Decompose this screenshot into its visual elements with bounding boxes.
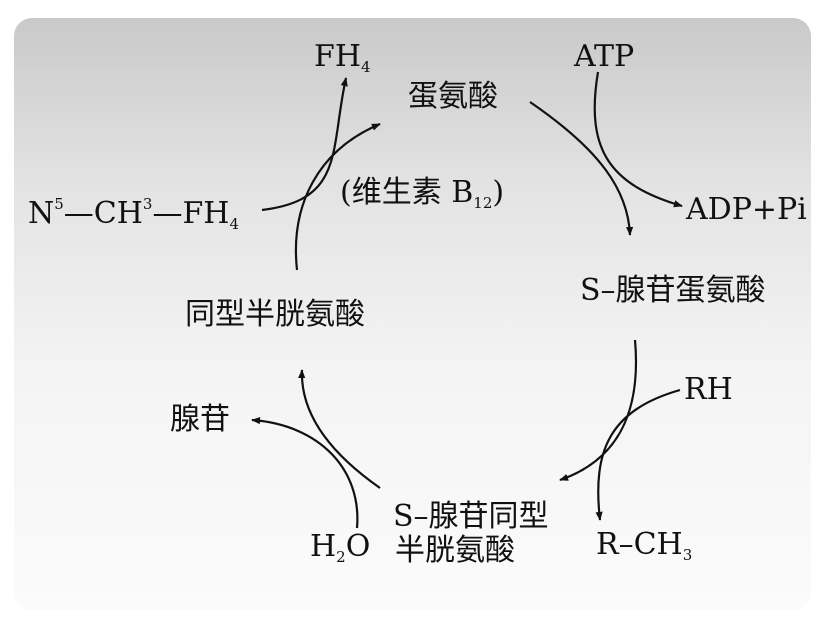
- methylated-product-label: R–CH3: [596, 527, 693, 564]
- arrow-sam-to-sah: [559, 339, 638, 482]
- arrow-methylfh4-to-fh4: [261, 77, 348, 212]
- sah-label-line2: 半胱氨酸: [395, 533, 515, 568]
- fh4-label: FH4: [314, 39, 371, 76]
- water-label: H2O: [310, 529, 371, 566]
- arrow-methionine-to-sam: [529, 101, 634, 236]
- adp-pi-label: ADP+Pi: [686, 192, 807, 227]
- sah-label-line1: S–腺苷同型: [393, 499, 549, 534]
- homocysteine-label: 同型半胱氨酸: [185, 297, 365, 332]
- methionine-label: 蛋氨酸: [408, 79, 498, 114]
- diagram-panel: [14, 18, 811, 610]
- sam-label: S–腺苷蛋氨酸: [580, 273, 766, 308]
- sah-label: S–腺苷同型 半胱氨酸: [393, 500, 549, 568]
- arrow-sah-to-homocysteine: [298, 369, 381, 489]
- atp-label: ATP: [574, 39, 635, 74]
- vitamin-b12-label: (维生素 B12): [340, 175, 505, 212]
- arrow-h2o-to-adenosine: [251, 417, 359, 529]
- adenosine-label: 腺苷: [170, 402, 230, 437]
- arrow-atp-to-adp: [593, 71, 683, 208]
- arrow-rh-to-rch3: [595, 388, 681, 521]
- arrow-homocysteine-to-methionine: [294, 122, 381, 271]
- methyl-fh4-label: N5—CH3—FH4: [28, 195, 239, 233]
- rh-label: RH: [684, 372, 733, 407]
